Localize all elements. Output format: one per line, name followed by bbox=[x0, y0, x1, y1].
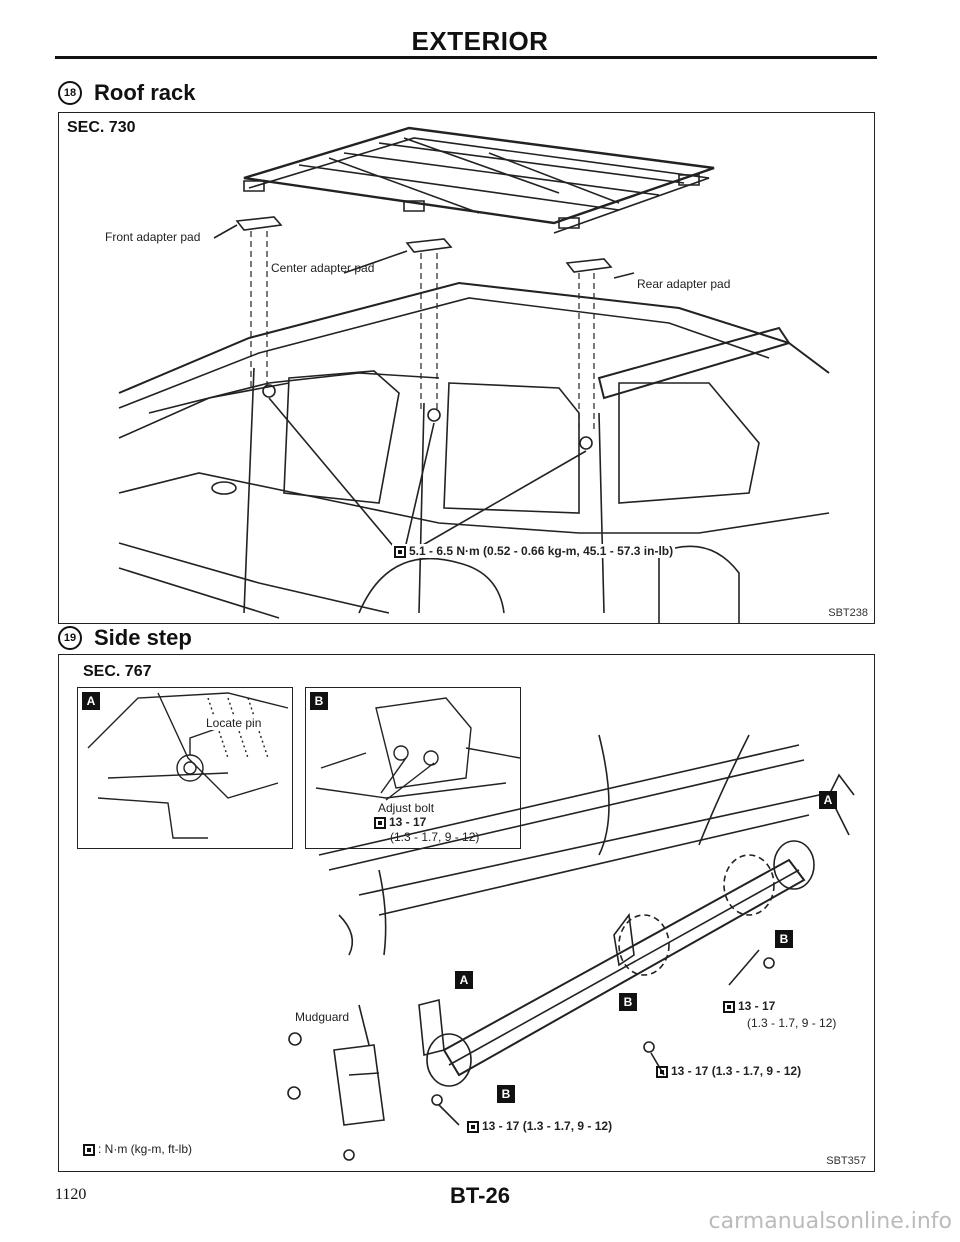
torque-right: 13 - 17 bbox=[723, 999, 775, 1013]
torque-mid-value: 13 - 17 (1.3 - 1.7, 9 - 12) bbox=[671, 1064, 802, 1078]
side-step-drawing bbox=[59, 655, 874, 1171]
watermark: carmanualsonline.info bbox=[708, 1209, 952, 1234]
callout-b-mid: B bbox=[619, 993, 637, 1011]
center-adapter-pad-label: Center adapter pad bbox=[271, 261, 375, 275]
torque-right-value: 13 - 17 bbox=[738, 999, 776, 1013]
torque-wrench-icon bbox=[394, 545, 406, 558]
roof-rack-sec: SEC. 730 bbox=[67, 119, 136, 136]
torque-legend-text: : N·m (kg-m, ft-lb) bbox=[98, 1142, 192, 1156]
side-step-figure: SEC. 767 A Locate pin B bbox=[58, 654, 875, 1172]
inset-torque-value: 13 - 17 bbox=[389, 815, 427, 829]
adjust-bolt-label: Adjust bolt bbox=[378, 801, 435, 815]
side-step-figure-code: SBT357 bbox=[826, 1155, 866, 1167]
roof-rack-figure: SEC. 730 bbox=[58, 112, 875, 624]
front-adapter-pad-label: Front adapter pad bbox=[105, 230, 201, 244]
side-step-title: Side step bbox=[94, 625, 192, 650]
inset-torque: 13 - 17 bbox=[374, 815, 426, 829]
callout-a-right: A bbox=[819, 791, 837, 809]
side-step-heading: 19 Side step bbox=[58, 625, 192, 651]
torque-low: 13 - 17 (1.3 - 1.7, 9 - 12) bbox=[467, 1119, 612, 1133]
roof-rack-title: Roof rack bbox=[94, 80, 196, 105]
inset-b: B Adjust bolt 13 - 17 (1.3 - 1.7, 9 - 12… bbox=[305, 687, 521, 849]
roof-rack-torque: 5.1 - 6.5 N·m (0.52 - 0.66 kg-m, 45.1 - … bbox=[392, 544, 676, 558]
page-ref-number: 1120 bbox=[55, 1186, 87, 1203]
inset-a: A Locate pin bbox=[77, 687, 293, 849]
torque-legend: : N·m (kg-m, ft-lb) bbox=[83, 1142, 192, 1156]
inset-a-letter: A bbox=[82, 692, 100, 710]
roof-rack-drawing bbox=[59, 113, 874, 623]
torque-mid: 13 - 17 (1.3 - 1.7, 9 - 12) bbox=[656, 1064, 801, 1078]
header-rule bbox=[55, 56, 877, 59]
callout-b-low: B bbox=[497, 1085, 515, 1103]
callout-b-right: B bbox=[775, 930, 793, 948]
torque-low-value: 13 - 17 (1.3 - 1.7, 9 - 12) bbox=[482, 1119, 613, 1133]
torque-wrench-icon bbox=[723, 1000, 735, 1013]
roof-rack-number: 18 bbox=[58, 81, 82, 105]
page-code: BT-26 bbox=[450, 1183, 510, 1208]
torque-wrench-icon bbox=[467, 1120, 479, 1133]
torque-wrench-icon bbox=[83, 1143, 95, 1156]
roof-rack-heading: 18 Roof rack bbox=[58, 80, 195, 106]
roof-rack-figure-code: SBT238 bbox=[828, 607, 868, 619]
torque-right-alt: (1.3 - 1.7, 9 - 12) bbox=[747, 1016, 837, 1030]
mudguard-label: Mudguard bbox=[295, 1010, 350, 1024]
rear-adapter-pad-label: Rear adapter pad bbox=[637, 277, 731, 291]
locate-pin-label: Locate pin bbox=[206, 716, 262, 730]
inset-b-drawing bbox=[306, 688, 520, 848]
callout-a-left: A bbox=[455, 971, 473, 989]
torque-wrench-icon bbox=[656, 1065, 668, 1078]
inset-b-letter: B bbox=[310, 692, 328, 710]
page-title: EXTERIOR bbox=[411, 26, 549, 56]
side-step-number: 19 bbox=[58, 626, 82, 650]
side-step-sec: SEC. 767 bbox=[83, 663, 152, 680]
roof-rack-torque-value: 5.1 - 6.5 N·m (0.52 - 0.66 kg-m, 45.1 - … bbox=[409, 544, 674, 558]
torque-wrench-icon bbox=[374, 816, 386, 829]
